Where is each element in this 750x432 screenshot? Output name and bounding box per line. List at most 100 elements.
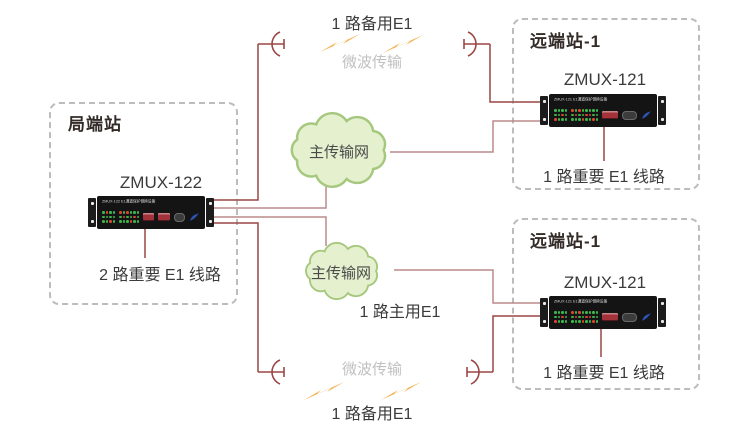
serial-connector: [173, 212, 185, 222]
station-label-remote-bottom: 远端站-1: [530, 232, 602, 251]
led-indicator: [585, 118, 588, 121]
led-indicator: [564, 113, 567, 117]
device-panel-text: ZMUX-122 E1通道保护倒换设备: [102, 200, 156, 204]
device-title-zmux-122: ZMUX-122: [119, 173, 203, 192]
led-indicator: [126, 211, 129, 214]
led-indicator: [554, 118, 557, 121]
led-indicator: [581, 118, 584, 121]
led-indicator: [561, 109, 564, 112]
led-indicator: [112, 215, 115, 219]
device-zmux-121-bottom: ZMUX-121 E1通道保护倒换设备: [540, 296, 666, 329]
led-indicator: [578, 118, 581, 121]
led-indicator: [578, 109, 581, 112]
device-front-panel: ZMUX-122 E1通道保护倒换设备: [97, 196, 205, 229]
label-microwave-top: 微波传输: [341, 54, 402, 71]
led-indicator: [585, 311, 588, 314]
led-indicator: [581, 109, 584, 112]
led-indicator: [133, 211, 136, 214]
led-indicator: [557, 315, 560, 319]
led-indicator: [119, 211, 122, 214]
station-box-local: [49, 102, 238, 305]
led-indicator: [109, 215, 112, 219]
led-indicator: [571, 118, 574, 121]
led-indicator: [561, 113, 564, 117]
led-indicator: [588, 315, 591, 319]
led-indicator: [122, 220, 125, 223]
device-zmux-122: ZMUX-122 E1通道保护倒换设备: [88, 196, 214, 229]
led-indicator: [564, 311, 567, 314]
label-backup-e1-bottom: 1 路备用E1: [331, 406, 413, 423]
cloud-label-top: 主传输网: [308, 144, 369, 161]
led-indicator: [574, 118, 577, 121]
led-indicator: [112, 220, 115, 223]
led-indicator: [557, 311, 560, 314]
led-indicator: [595, 315, 598, 319]
antenna-icon-bottom-left: [257, 359, 285, 385]
led-indicator: [574, 311, 577, 314]
label-backup-e1-top: 1 路备用E1: [331, 16, 413, 33]
cloud-label-bottom: 主传输网: [310, 265, 371, 282]
led-indicator: [561, 311, 564, 314]
led-indicator: [592, 320, 595, 323]
led-indicator: [595, 118, 598, 121]
led-indicator: [554, 315, 557, 319]
led-indicator: [595, 311, 598, 314]
interface-module: [143, 213, 155, 221]
device-front-panel: ZMUX-121 E1通道保护倒换设备: [549, 94, 657, 127]
led-indicator: [126, 220, 129, 223]
led-indicator: [595, 109, 598, 112]
led-indicator: [595, 113, 598, 117]
led-indicator: [571, 109, 574, 112]
led-indicator: [571, 311, 574, 314]
device-panel-text: ZMUX-121 E1通道保护倒换设备: [554, 98, 608, 102]
led-indicator: [105, 220, 108, 223]
led-group: [119, 211, 139, 224]
device-panel-text: ZMUX-121 E1通道保护倒换设备: [554, 300, 608, 304]
led-indicator: [588, 311, 591, 314]
line-local-to-top-antenna: [214, 44, 259, 201]
brand-logo-icon: [642, 313, 651, 321]
led-indicator: [578, 320, 581, 323]
led-indicator: [119, 215, 122, 219]
device-title-zmux-121-bottom: ZMUX-121: [563, 273, 647, 292]
serial-connector: [621, 312, 637, 322]
led-indicator: [557, 113, 560, 117]
led-indicator: [585, 109, 588, 112]
led-indicator: [585, 315, 588, 319]
led-indicator: [588, 320, 591, 323]
led-indicator: [133, 215, 136, 219]
device-title-zmux-121-top: ZMUX-121: [563, 70, 647, 89]
led-indicator: [574, 320, 577, 323]
led-indicator: [557, 118, 560, 121]
station-box-remote-bottom: [512, 218, 700, 390]
led-indicator: [581, 113, 584, 117]
led-indicator: [578, 311, 581, 314]
led-indicator: [571, 320, 574, 323]
led-group: [571, 109, 598, 122]
line-local-to-bottom-cloud: [214, 216, 327, 246]
caption-remote-top-e1-line: 1 路重要 E1 线路: [543, 169, 665, 186]
led-indicator: [129, 211, 132, 214]
line-remote-top-to-cloud: [390, 120, 540, 153]
lightning-icon-top-1: [320, 34, 360, 52]
led-indicator: [102, 215, 105, 219]
led-group: [102, 211, 115, 224]
led-indicator: [564, 109, 567, 112]
interface-module: [158, 213, 170, 221]
led-indicator: [136, 215, 139, 219]
station-label-remote-top: 远端站-1: [530, 32, 602, 51]
line-remote-top-to-antenna: [489, 44, 540, 103]
led-indicator: [133, 220, 136, 223]
led-indicator: [581, 311, 584, 314]
line-remote-bottom-to-antenna: [492, 315, 540, 372]
led-indicator: [119, 220, 122, 223]
led-indicator: [112, 211, 115, 214]
led-indicator: [564, 315, 567, 319]
led-indicator: [581, 315, 584, 319]
led-group: [571, 311, 598, 324]
led-indicator: [102, 211, 105, 214]
led-indicator: [102, 220, 105, 223]
led-indicator: [592, 315, 595, 319]
